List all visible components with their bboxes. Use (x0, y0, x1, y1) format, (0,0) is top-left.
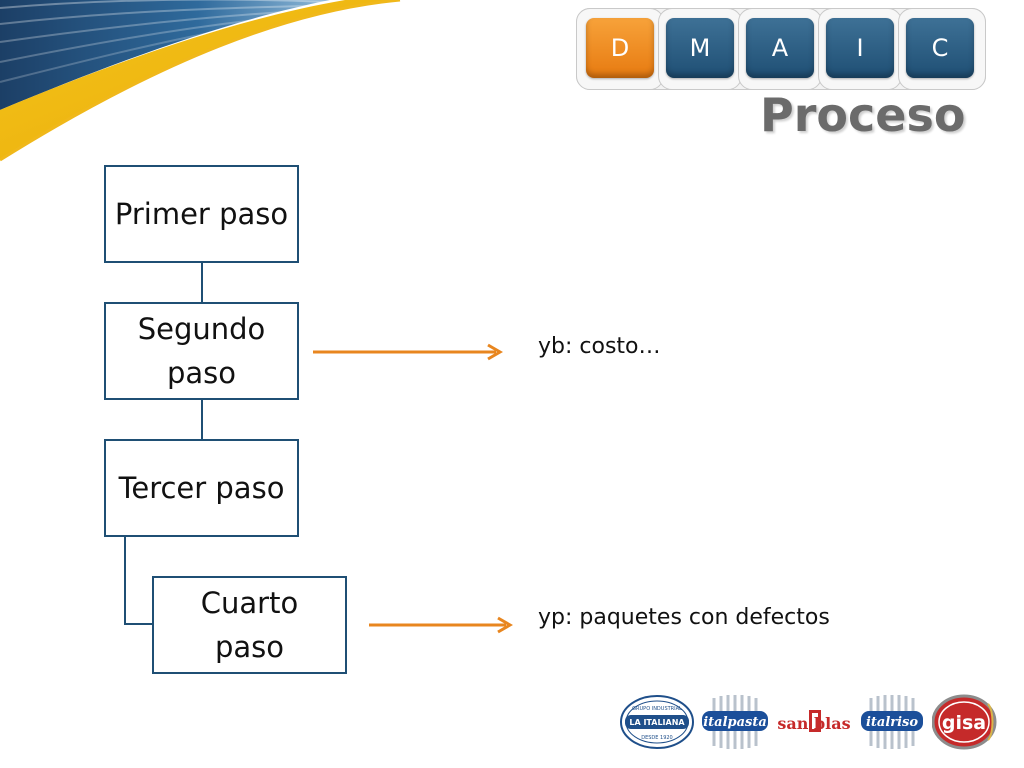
svg-text:italriso: italriso (866, 715, 918, 730)
step-box-4: Cuarto paso (152, 576, 347, 674)
step-box-2: Segundo paso (104, 302, 299, 400)
slide-title: Proceso (760, 88, 966, 142)
arrow-step2-annotation (313, 343, 503, 361)
svg-text:gisa: gisa (942, 712, 986, 734)
annotation-yp: yp: paquetes con defectos (538, 605, 830, 630)
step-label: Primer paso (114, 197, 289, 231)
connector-step3-step4 (124, 536, 153, 625)
svg-text:LA ITALIANA: LA ITALIANA (629, 718, 685, 727)
phase-c-button[interactable]: C (906, 18, 974, 78)
phase-m-button[interactable]: M (666, 18, 734, 78)
svg-text:san blas: san blas (777, 714, 850, 733)
step-label: Tercer paso (118, 471, 285, 505)
annotation-yb: yb: costo… (538, 334, 661, 359)
svg-text:italpasta: italpasta (703, 715, 767, 730)
logo-italpasta: italpasta (702, 695, 768, 749)
phase-i-button[interactable]: I (826, 18, 894, 78)
step-label: Cuarto paso (200, 586, 299, 664)
step-box-3: Tercer paso (104, 439, 299, 537)
svg-text:GRUPO INDUSTRIAL: GRUPO INDUSTRIAL (632, 706, 682, 712)
step-box-1: Primer paso (104, 165, 299, 263)
step-label: Segundo paso (137, 312, 266, 390)
svg-text:DESDE 1920: DESDE 1920 (641, 735, 673, 741)
arrow-step4-annotation (369, 616, 513, 634)
corner-swoosh-decoration (0, 0, 505, 170)
phase-d-button[interactable]: D (586, 18, 654, 78)
logo-gisa: gisa (932, 694, 997, 750)
logo-italriso: italriso (861, 695, 923, 749)
phase-a-button[interactable]: A (746, 18, 814, 78)
logo-la-italiana: LA ITALIANA GRUPO INDUSTRIAL DESDE 1920 (620, 695, 694, 749)
logo-san-blas: san blas (777, 710, 851, 733)
